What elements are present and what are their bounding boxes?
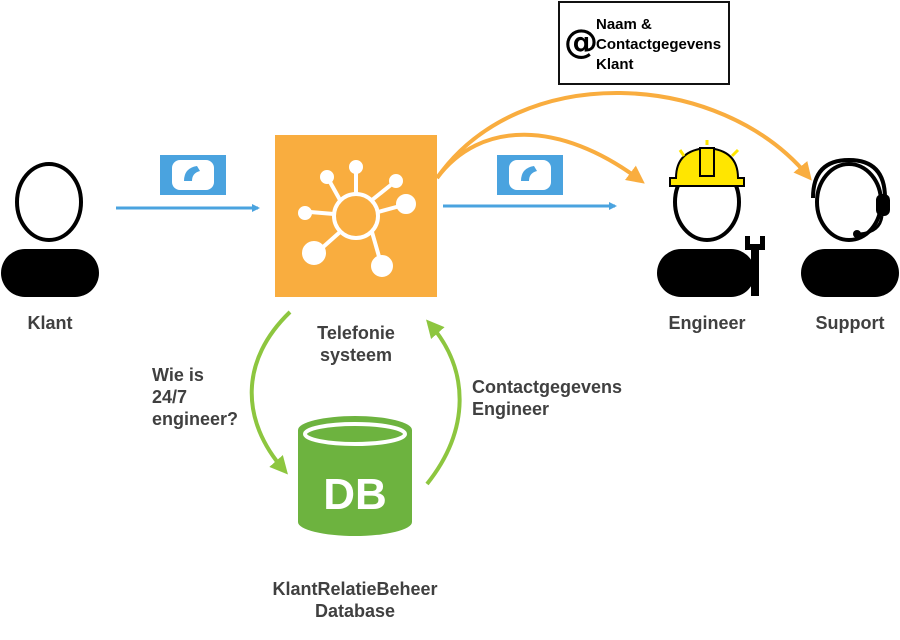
database-cylinder (298, 416, 412, 536)
database-label: KlantRelatieBeheer Database (272, 579, 438, 621)
engineer-label: Engineer (668, 313, 746, 333)
arrow-db-to-hub (425, 319, 462, 486)
hard-hat-icon (669, 140, 745, 187)
network-hub-icon (298, 160, 416, 277)
contact-note: @ Naam & Contactgegevens Klant (558, 1, 730, 85)
klant-label: Klant (27, 313, 73, 333)
phone-badge-right (497, 155, 563, 195)
query-label: Wie is 24/7 engineer? (152, 365, 239, 429)
telephony-hub (275, 135, 437, 297)
response-label: Contactgegevens Engineer (472, 377, 623, 419)
support-label: Support (815, 313, 885, 333)
engineer-person-icon (657, 140, 765, 297)
phone-badge-left (160, 155, 226, 195)
support-person-icon (801, 157, 899, 297)
hub-label: Telefonie systeem (317, 323, 395, 365)
wrench-icon (745, 236, 765, 296)
arrow-hub-to-support-curved (435, 91, 812, 181)
at-icon: @ (564, 22, 598, 62)
headset-icon (811, 157, 890, 238)
note-text: Naam & Contactgegevens Klant (596, 16, 722, 73)
arrow-hub-to-db (249, 310, 292, 475)
database-text: DB (323, 470, 387, 519)
klant-person-icon (1, 162, 99, 297)
